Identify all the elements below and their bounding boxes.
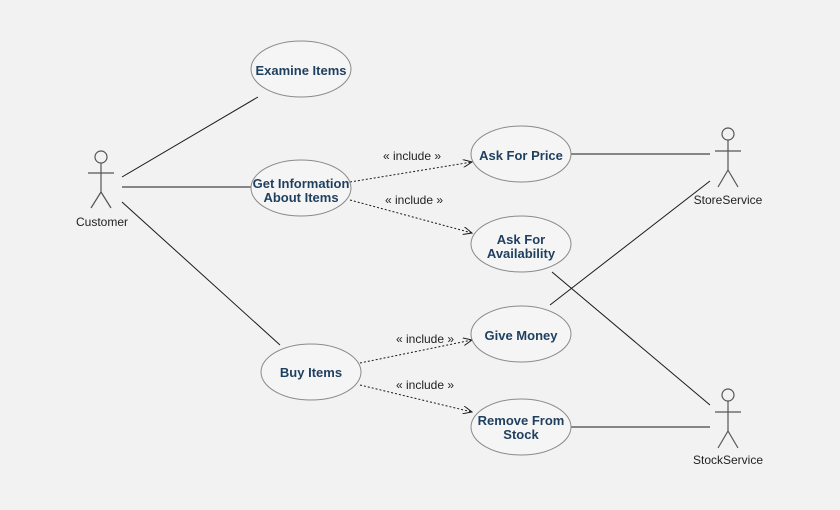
- use-case-label: Stock: [503, 427, 539, 442]
- include-arrow-givemoney: [359, 340, 472, 364]
- use-case-label: Availability: [487, 246, 556, 261]
- use-case-examine-items[interactable]: Examine Items: [250, 40, 352, 98]
- association-givemoney-store: [549, 180, 711, 306]
- use-case-get-information[interactable]: Get Information About Items: [250, 159, 352, 217]
- include-arrow-remove: [359, 384, 472, 412]
- include-label: « include »: [385, 193, 443, 207]
- include-arrow-askprice: [349, 162, 472, 183]
- actor-label: StoreService: [694, 193, 763, 207]
- association-customer-buy: [121, 201, 281, 346]
- stick-figure-icon: [715, 127, 741, 188]
- actor-stock-service[interactable]: StockService: [693, 388, 763, 467]
- include-label: « include »: [396, 378, 454, 392]
- use-case-label: Remove From: [478, 413, 565, 428]
- include-label: « include »: [383, 149, 441, 163]
- use-case-label: Examine Items: [255, 63, 346, 78]
- use-case-buy-items[interactable]: Buy Items: [260, 343, 362, 401]
- use-case-label: Buy Items: [280, 365, 342, 380]
- actor-customer[interactable]: Customer: [76, 150, 128, 229]
- use-case-ask-for-price[interactable]: Ask For Price: [470, 125, 572, 183]
- stick-figure-icon: [715, 388, 741, 449]
- stick-figure-icon: [88, 150, 114, 209]
- include-label: « include »: [396, 332, 454, 346]
- use-case-label: Give Money: [485, 328, 559, 343]
- association-customer-examine: [121, 96, 259, 178]
- use-case-label: Get Information: [253, 176, 350, 191]
- actor-store-service[interactable]: StoreService: [694, 127, 763, 207]
- actor-label: Customer: [76, 215, 128, 229]
- include-arrow-askavail: [349, 199, 472, 233]
- actor-label: StockService: [693, 453, 763, 467]
- association-askavail-stock: [551, 271, 711, 406]
- use-case-remove-from-stock[interactable]: Remove From Stock: [470, 398, 572, 456]
- use-case-label: Ask For Price: [479, 148, 563, 163]
- use-case-label: Ask For: [497, 232, 545, 247]
- use-case-give-money[interactable]: Give Money: [470, 305, 572, 363]
- use-case-label: About Items: [263, 190, 338, 205]
- use-case-ask-for-availability[interactable]: Ask For Availability: [470, 215, 572, 273]
